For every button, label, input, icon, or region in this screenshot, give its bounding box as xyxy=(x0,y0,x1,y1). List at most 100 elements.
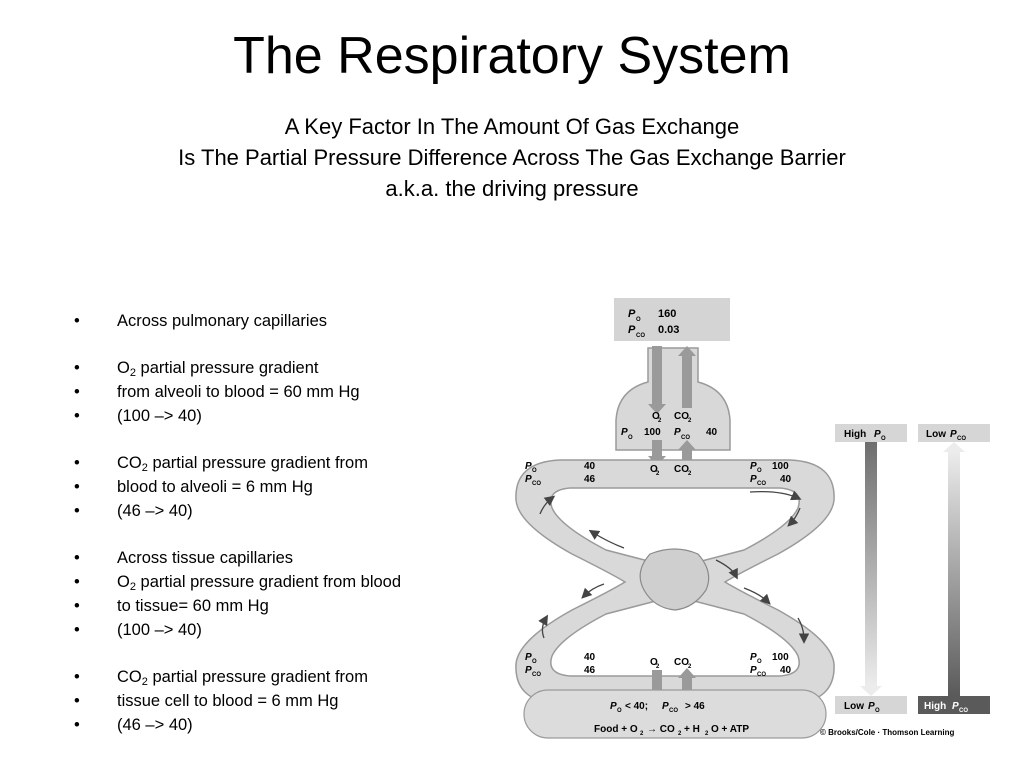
bullet-dot-icon: • xyxy=(74,549,80,567)
pulm-left-o2-sub: O xyxy=(532,468,537,474)
flow-arrow-icon xyxy=(797,617,810,644)
pulm-right-pco2: 40 xyxy=(780,474,792,485)
bullet-item: •(100 –> 40) xyxy=(72,404,492,428)
bullet-dot-icon: • xyxy=(74,312,80,330)
flow-arrow-icon xyxy=(581,583,605,599)
co2-gradient-scale: Low P CO High P CO xyxy=(918,424,990,714)
bullet-text: O xyxy=(117,359,130,377)
sys-left-p-2: P xyxy=(525,665,532,676)
bullet-dot-icon: • xyxy=(74,692,80,710)
pulm-right-p-1: P xyxy=(750,461,757,472)
atmo-pco2-value: 0.03 xyxy=(658,324,679,336)
scale-o2-bottom: Low xyxy=(844,701,864,712)
pulm-co2-label: CO xyxy=(674,464,689,475)
bullet-subscript: 2 xyxy=(129,367,136,379)
flow-arrow-icon xyxy=(787,507,801,527)
bullet-text-rest: partial pressure gradient xyxy=(135,359,319,377)
bullet-dot-icon: • xyxy=(74,573,80,591)
tissue-p-1: P xyxy=(610,701,617,712)
scale-co2-bottom-p: P xyxy=(952,701,959,712)
sys-right-o2-sub: O xyxy=(757,659,762,665)
flow-arrow-icon xyxy=(743,587,771,605)
sys-left-o2-sub: O xyxy=(532,659,537,665)
bullet-subscript: 2 xyxy=(141,676,148,688)
sys-o2-label: O xyxy=(650,657,658,668)
o2-inspiration-arrow xyxy=(648,346,666,414)
bullet-dot-icon: • xyxy=(74,454,80,472)
tissue-equation-4: O + ATP xyxy=(711,724,749,735)
bullet-text: Across pulmonary capillaries xyxy=(117,312,327,330)
scale-o2-bottom-sub: O xyxy=(875,708,880,714)
scale-o2-top-p: P xyxy=(874,429,881,440)
bullet-item: •(46 –> 40) xyxy=(72,499,492,523)
scale-o2-bottom-p: P xyxy=(868,701,875,712)
tissue-equation-sub-3: 2 xyxy=(705,731,709,737)
bullet-text: CO xyxy=(117,454,142,472)
sys-o2-sub: 2 xyxy=(656,664,660,670)
bullet-item: • Across pulmonary capillaries xyxy=(72,309,492,333)
bullet-item: • O2 partial pressure gradient from blood xyxy=(72,570,492,594)
flow-arrow-icon xyxy=(539,495,556,515)
bullet-item: •(46 –> 40) xyxy=(72,713,492,737)
bullet-list: •Across pulmonary capillaries•O2 partial… xyxy=(72,309,492,737)
tissue-equation-1: Food + O xyxy=(594,724,638,735)
bullet-dot-icon: • xyxy=(74,502,80,520)
atmo-p-label-1: P xyxy=(628,308,636,320)
bullet-text: from alveoli to blood = 60 mm Hg xyxy=(117,383,360,401)
atmo-po2-value: 160 xyxy=(658,308,676,320)
bullet-dot-icon: • xyxy=(74,716,80,734)
copyright: © Brooks/Cole · Thomson Learning xyxy=(820,728,954,737)
pulm-left-p-1: P xyxy=(525,461,532,472)
sys-co2-label: CO xyxy=(674,657,689,668)
tissue-equation-2: → CO xyxy=(647,724,675,735)
pulm-right-o2-sub: O xyxy=(757,468,762,474)
sys-right-co2-sub: CO xyxy=(757,672,766,678)
tissue-equation-sub-1: 2 xyxy=(640,731,644,737)
pulm-o2-sub: 2 xyxy=(656,471,660,477)
bullet-text: (100 –> 40) xyxy=(117,621,202,639)
bullet-dot-icon: • xyxy=(74,359,80,377)
bullet-item: • O2 partial pressure gradient xyxy=(72,356,492,380)
bullet-subscript: 2 xyxy=(129,581,136,593)
atmosphere-box: P O 160 P CO 0.03 xyxy=(614,298,730,341)
scale-o2-top: High xyxy=(844,429,866,440)
atmo-p-label-2: P xyxy=(628,324,636,336)
alveoli-po2-value: 100 xyxy=(644,427,661,438)
flow-arrow-icon xyxy=(588,529,625,549)
o2-gradient-scale: High P O Low P O xyxy=(835,424,907,714)
bullet-text-rest: partial pressure gradient from xyxy=(147,668,368,686)
sys-right-po2: 100 xyxy=(772,652,789,663)
tissue-cell xyxy=(523,689,827,739)
scale-o2-top-sub: O xyxy=(881,436,886,442)
bullet-item: • CO2 partial pressure gradient from xyxy=(72,451,492,475)
pulm-co2-sub: 2 xyxy=(688,471,692,477)
alveoli-p-label-2: P xyxy=(674,427,681,438)
sys-left-po2: 40 xyxy=(584,652,596,663)
bullet-item: •Across tissue capillaries xyxy=(72,546,492,570)
bullet-text: O xyxy=(117,573,130,591)
bullet-text: tissue cell to blood = 6 mm Hg xyxy=(117,692,339,710)
bullet-subscript: 2 xyxy=(141,462,148,474)
trachea-alveolus-shape xyxy=(615,347,731,451)
bullet-dot-icon: • xyxy=(74,621,80,639)
alveoli-co2-label: CO xyxy=(674,411,689,422)
gas-exchange-diagram: P O 160 P CO 0.03 O 2 CO 2 P O 100 P CO … xyxy=(515,298,990,739)
pulm-left-p-2: P xyxy=(525,474,532,485)
bullet-item: •to tissue= 60 mm Hg xyxy=(72,594,492,618)
subtitle-line-3: a.k.a. the driving pressure xyxy=(385,176,639,201)
bullet-text-rest: partial pressure gradient from blood xyxy=(135,573,402,591)
bullet-item: • (100 –> 40) xyxy=(72,618,492,642)
bullet-text-rest: partial pressure gradient from xyxy=(147,454,368,472)
flow-arrow-icon xyxy=(538,614,549,639)
bullet-item: •blood to alveoli = 6 mm Hg xyxy=(72,475,492,499)
subtitle-line-2: Is The Partial Pressure Difference Acros… xyxy=(178,145,846,170)
sys-left-co2-sub: CO xyxy=(532,672,541,678)
alveoli-o2-sub-2: O xyxy=(628,435,633,441)
scale-co2-top-sub: CO xyxy=(957,436,966,442)
tissue-p-2: P xyxy=(662,701,669,712)
flow-arrow-icon xyxy=(715,559,738,580)
sys-right-p-2: P xyxy=(750,665,757,676)
bullet-item: • tissue cell to blood = 6 mm Hg xyxy=(72,689,492,713)
scale-co2-top: Low xyxy=(926,429,946,440)
scale-co2-bottom: High xyxy=(924,701,946,712)
